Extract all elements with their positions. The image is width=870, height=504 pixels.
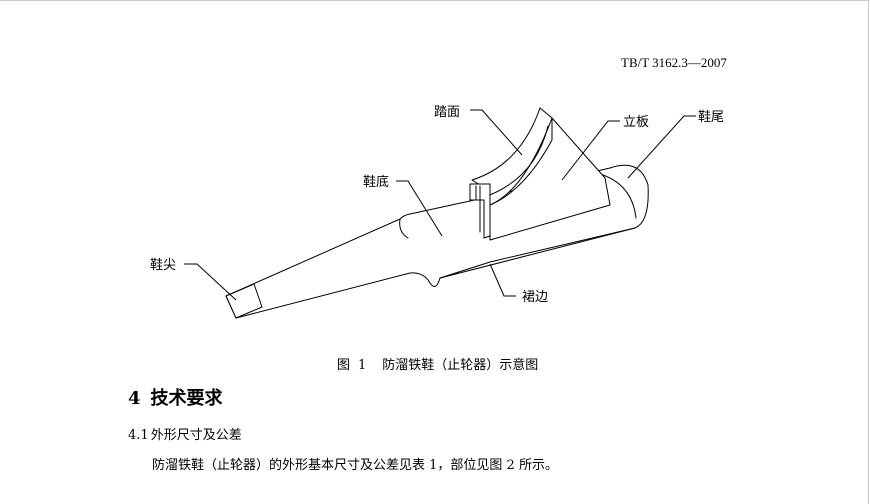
leader-tread — [470, 109, 523, 156]
caption-number: 1 — [358, 358, 367, 373]
label-tip: 鞋尖 — [150, 257, 176, 273]
caption-text: 防溜铁鞋（止轮器）示意图 — [382, 358, 539, 373]
clip-latch — [469, 183, 491, 239]
caption-label: 图 — [337, 358, 351, 373]
tail-edge — [599, 173, 637, 219]
subsection-title: 外形尺寸及公差 — [150, 428, 242, 443]
tip-block — [225, 283, 263, 319]
label-sole: 鞋底 — [363, 174, 389, 190]
tread-curve — [481, 125, 549, 199]
label-tail: 鞋尾 — [698, 109, 724, 125]
leader-riser — [561, 120, 620, 181]
subsection-number: 4.1 — [128, 428, 149, 443]
leader-skirt — [489, 263, 516, 297]
page-frame-right-border — [868, 0, 869, 504]
section-heading: 4 技术要求 — [128, 387, 223, 411]
standard-number: TB/T 3162.3—2007 — [621, 55, 727, 70]
tread-surface — [471, 107, 553, 206]
section-number: 4 — [128, 388, 141, 409]
leader-tail — [627, 115, 696, 179]
label-tread: 踏面 — [434, 105, 460, 120]
section-title: 技术要求 — [150, 388, 223, 409]
leader-sole — [396, 180, 443, 237]
label-skirt: 裙边 — [522, 290, 548, 305]
leader-tip — [184, 263, 237, 301]
label-riser: 立板 — [623, 115, 649, 130]
page-frame-top-border — [0, 0, 868, 1]
body-paragraph: 防溜铁鞋（止轮器）的外形基本尺寸及公差见表 1，部位见图 2 所示。 — [152, 458, 558, 473]
clip-inner — [475, 185, 481, 233]
riser-panel — [489, 117, 611, 241]
shoe-diagram: 踏面 立板 鞋尾 鞋底 鞋尖 裙边 — [150, 105, 724, 319]
skirt-edge — [399, 218, 636, 279]
